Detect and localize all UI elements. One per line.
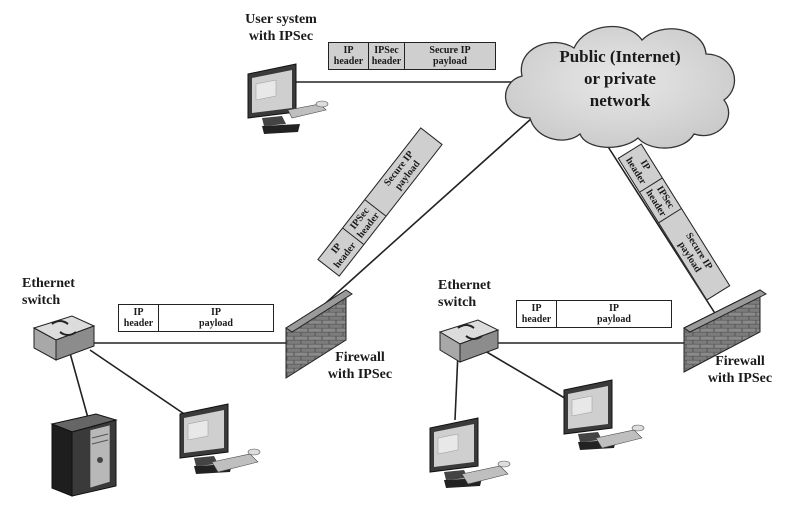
packet-secure-top: IP header IPSec header Secure IP payload bbox=[328, 42, 496, 70]
line-switch-to-server bbox=[69, 352, 89, 419]
packet-ip-payload: IP payload bbox=[597, 303, 631, 325]
packet-ipsec-header: IPSec header bbox=[369, 43, 405, 69]
firewall-icon-right bbox=[683, 289, 767, 373]
user-system-label: User system with IPSec bbox=[245, 12, 317, 44]
cloud-label: Public (Internet) or private network bbox=[559, 47, 681, 111]
line-switch-to-pc-r1 bbox=[454, 351, 459, 421]
connection-lines bbox=[69, 81, 719, 423]
ethernet-switch-icon-right bbox=[438, 319, 500, 363]
firewall-label-right: Firewall with IPSec bbox=[707, 354, 773, 386]
line-switch-to-pc-left bbox=[89, 349, 197, 423]
monitor-icon-left-lan bbox=[179, 403, 261, 474]
packet-plain-left: IP header IP payload bbox=[118, 304, 274, 332]
packet-secure-payload: Secure IP payload bbox=[429, 45, 471, 67]
packet-ip-header: IP header bbox=[329, 43, 369, 69]
packet-ip-payload: IP payload bbox=[199, 307, 233, 329]
line-switch-to-pc-r2 bbox=[479, 347, 569, 401]
packet-plain-right: IP header IP payload bbox=[516, 300, 672, 328]
firewall-label-left: Firewall with IPSec bbox=[327, 350, 393, 382]
ethernet-switch-label-left: Ethernet switch bbox=[22, 276, 75, 308]
cloud-icon bbox=[505, 26, 736, 149]
line-left-fw-to-cloud bbox=[317, 117, 533, 311]
packet-ip-header: IP header bbox=[517, 301, 557, 327]
server-tower-icon bbox=[50, 413, 118, 497]
monitor-icon-user-system bbox=[247, 63, 329, 134]
packet-ip-header: IP header bbox=[119, 305, 159, 331]
ethernet-switch-icon-left bbox=[32, 315, 96, 361]
ethernet-switch-label-right: Ethernet switch bbox=[438, 278, 491, 310]
monitor-icon-right-lan-2 bbox=[563, 379, 645, 450]
firewall-icon-left bbox=[285, 289, 353, 379]
monitor-icon-right-lan-1 bbox=[429, 417, 511, 488]
